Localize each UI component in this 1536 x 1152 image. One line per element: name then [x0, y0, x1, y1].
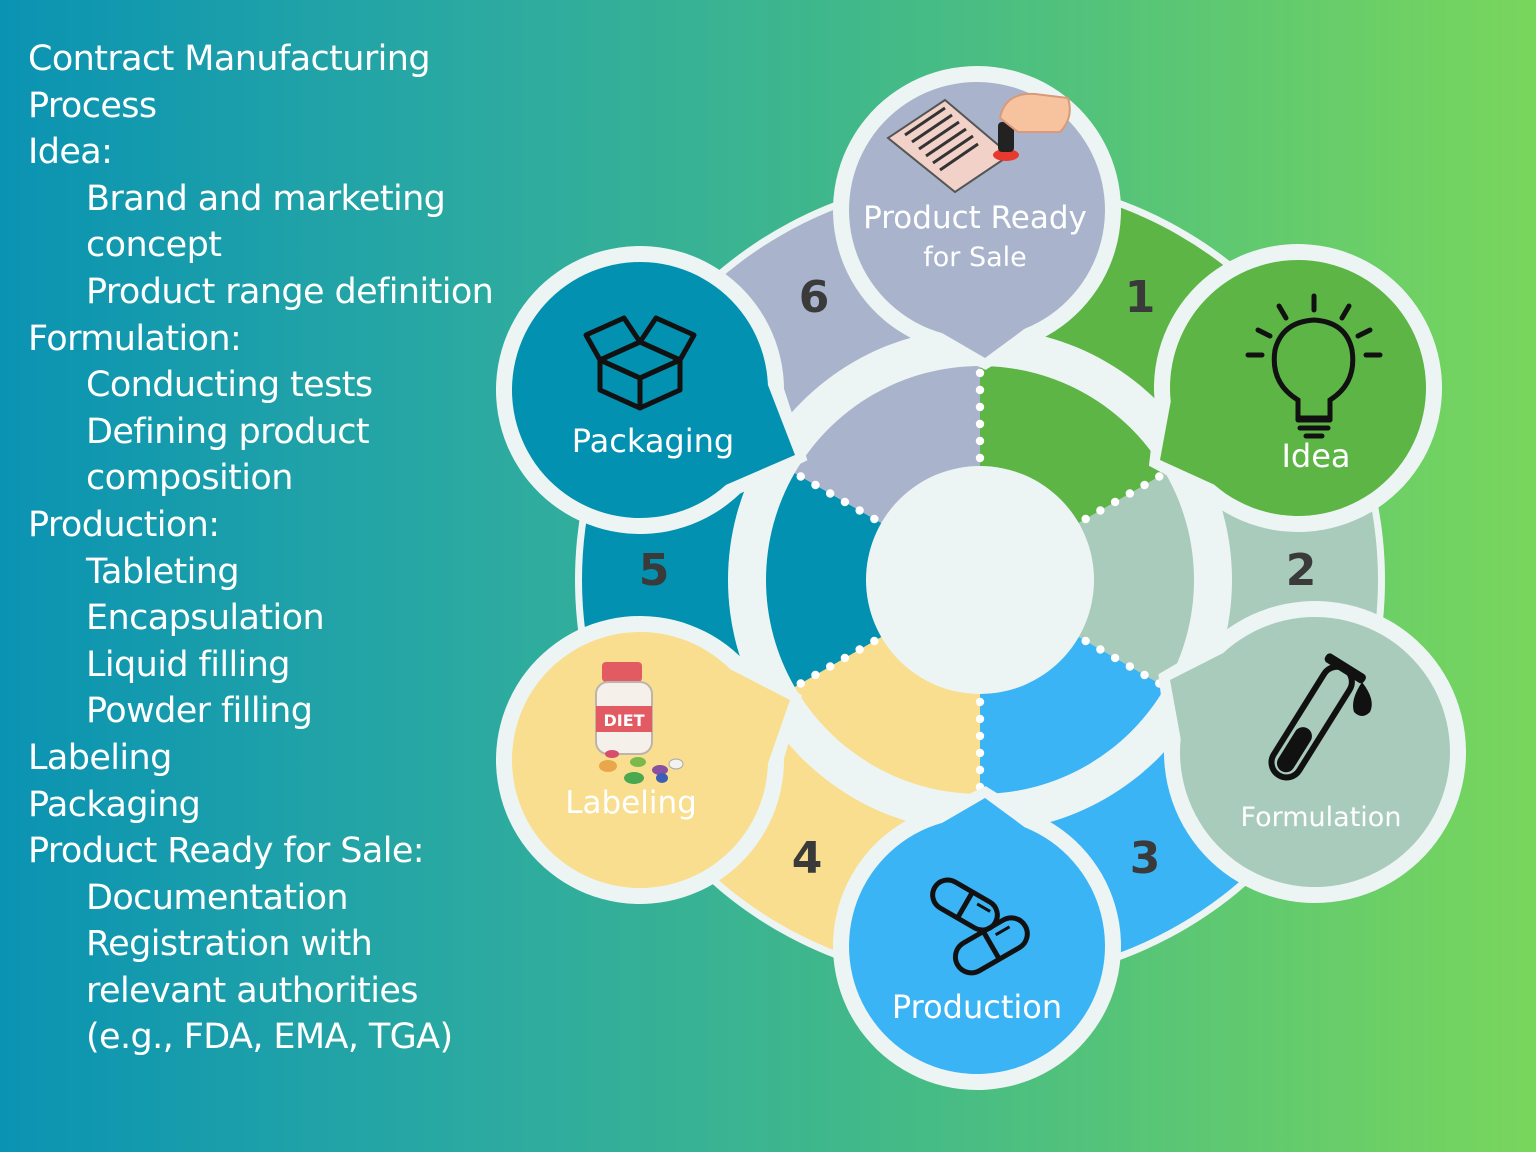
divider-dot — [796, 679, 805, 688]
divider-dot — [975, 765, 985, 775]
step-number-5: 5 — [639, 545, 670, 596]
box-icon — [583, 315, 697, 411]
divider-dot — [1140, 670, 1149, 680]
divider-dot — [811, 670, 820, 680]
divider-dot — [855, 645, 864, 654]
outline-item: relevant authorities — [86, 970, 418, 1011]
outline-heading-idea: Idea: — [28, 132, 113, 173]
outline-item: Documentation — [86, 877, 349, 918]
capsule-icon — [930, 877, 1030, 976]
lightbulb-icon — [1245, 293, 1383, 439]
inner-sector-6 — [794, 366, 980, 526]
divider-dot — [1155, 472, 1164, 481]
outline-heading-formulation: Formulation: — [28, 318, 242, 359]
step-label-6-line-1: Product Ready — [863, 200, 1087, 236]
divider-dot — [1081, 636, 1090, 646]
step-number-4: 4 — [792, 833, 823, 884]
divider-dot — [1081, 514, 1090, 524]
divider-dot — [975, 402, 985, 412]
inner-sector-5 — [766, 473, 887, 687]
test-tube-icon — [1268, 653, 1372, 781]
step-number-1: 1 — [1125, 272, 1156, 323]
outline-item: Powder filling — [86, 691, 313, 732]
supplement-bottle-icon: DIET — [595, 662, 684, 784]
divider-dot — [975, 419, 985, 429]
outline-item: composition — [86, 458, 293, 499]
outline-item: Encapsulation — [86, 598, 325, 639]
outline-item: Conducting tests — [86, 365, 373, 406]
inner-sector-4 — [794, 634, 980, 794]
divider-dot — [1096, 645, 1105, 654]
inner-ring-sectors — [766, 366, 1194, 794]
stamp-document-icon — [886, 92, 1071, 194]
divider-dot — [825, 489, 835, 498]
outline-title-line-2: Process — [28, 85, 157, 126]
petal-1 — [1160, 259, 1426, 516]
step-number-3: 3 — [1130, 833, 1161, 884]
divider-dot — [1096, 506, 1105, 515]
step-label-2: Formulation — [1241, 802, 1402, 833]
step-label-6-line-2: for Sale — [923, 242, 1027, 273]
divider-dot — [840, 497, 850, 507]
outline-heading-ready-for-sale: Product Ready for Sale: — [28, 831, 425, 872]
divider-dot — [975, 697, 985, 707]
inner-sector-2 — [1073, 473, 1194, 687]
divider-dot — [1110, 497, 1120, 507]
outline-item: Tableting — [86, 551, 240, 592]
divider-dot — [975, 385, 985, 395]
divider-dot — [975, 436, 985, 446]
outline-item: (e.g., FDA, EMA, TGA) — [86, 1017, 453, 1058]
step-label-4: Labeling — [565, 785, 697, 821]
outline-item: Product range definition — [86, 271, 494, 312]
divider-dot — [1110, 653, 1120, 663]
outline-heading-packaging: Packaging — [28, 784, 201, 825]
outline-item: Brand and marketing — [86, 178, 446, 219]
step-label-3: Production — [892, 988, 1062, 1026]
step-label-5: Packaging — [572, 422, 734, 460]
outline-item: Liquid filling — [86, 644, 291, 685]
divider-dot — [796, 472, 805, 481]
petal-5 — [512, 262, 795, 518]
outline-item: Defining product — [86, 411, 370, 452]
divider-dot — [1125, 489, 1135, 498]
petal-4 — [512, 632, 790, 888]
outline-title-line-1: Contract Manufacturing — [28, 39, 431, 79]
divider-dot — [975, 453, 985, 463]
divider-dot — [975, 368, 985, 378]
outline-item: Registration with — [86, 924, 373, 965]
divider-dot — [975, 714, 985, 724]
outline-heading-labeling: Labeling — [28, 737, 172, 778]
svg-text:DIET: DIET — [603, 711, 644, 730]
divider-dot — [870, 636, 879, 646]
inner-sector-1 — [980, 366, 1166, 526]
step-number-6: 6 — [799, 272, 830, 323]
outline-item: concept — [86, 225, 222, 266]
center-hub — [866, 466, 1094, 694]
divider-dot — [855, 506, 864, 515]
divider-dot — [975, 731, 985, 741]
divider-dot — [870, 514, 879, 524]
process-outline: Contract Manufacturing Process Idea: Bra… — [28, 36, 518, 1061]
sector-divider-dots — [796, 368, 1164, 792]
divider-dot — [840, 653, 850, 663]
divider-dot — [825, 662, 835, 671]
divider-dot — [1140, 480, 1149, 490]
step-label-1: Idea — [1281, 437, 1350, 475]
divider-dot — [975, 748, 985, 758]
step-number-2: 2 — [1286, 545, 1317, 596]
inner-sector-3 — [980, 634, 1166, 794]
outline-heading-production: Production: — [28, 504, 220, 545]
divider-dot — [1125, 662, 1135, 671]
divider-dot — [811, 480, 820, 490]
